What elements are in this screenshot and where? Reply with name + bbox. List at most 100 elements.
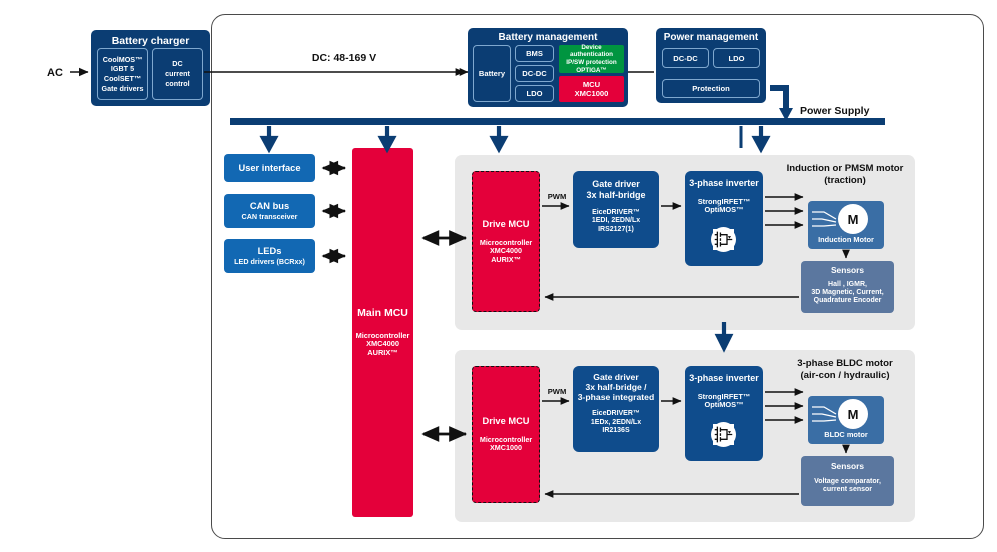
charger-device-3: CoolSET™ [103, 74, 142, 83]
charger-device-2: IGBT 5 [110, 64, 135, 74]
aux-gd-sub-1: EiceDRIVER™ [592, 410, 640, 418]
aux-motor-caption: BLDC motor [824, 430, 868, 439]
mosfet-symbol-icon [711, 227, 736, 252]
mosfet-symbol-icon-2 [711, 422, 736, 447]
leds-sub: LED drivers (BCRxx) [234, 256, 305, 266]
auxiliary-motor-heading: 3-phase BLDC motor (air-con / hydraulic) [774, 358, 916, 382]
security-line-1: Device authentication [569, 43, 614, 59]
auxiliary-motor-block: M BLDC motor [808, 396, 884, 444]
traction-motor-block: M Induction Motor [808, 201, 884, 249]
peripheral-can-bus: CAN bus CAN transceiver [224, 194, 315, 228]
dcdc-block: DC-DC [515, 65, 554, 82]
power-supply-bus-label: Power Supply [800, 105, 870, 117]
wires-auxiliary-chain [542, 388, 850, 498]
dc-current-control-block: DC current control [152, 48, 203, 100]
traction-gd-sub-2: 1EDI, 2EDN/Lx [591, 217, 641, 225]
main-mcu-block: Main MCU Microcontroller XMC4000 AURIX™ [352, 148, 413, 517]
traction-gd-sub-3: IRS2127(1) [598, 225, 634, 233]
power-management-block: Power management [656, 28, 766, 103]
traction-motor-heading-1: Induction or PMSM motor [786, 163, 904, 174]
aux-sensors-sub-2: current sensor [822, 486, 873, 494]
aux-inverter-sub-2: OptiMOS™ [704, 400, 744, 410]
bms-mcu-title: MCU [582, 79, 601, 89]
traction-gd-title-1: Gate driver [592, 179, 640, 189]
charger-power-devices-block: CoolMOS™ IGBT 5 CoolSET™ Gate drivers [97, 48, 148, 100]
traction-motor-heading: Induction or PMSM motor (traction) [774, 163, 916, 187]
dc-voltage-label: DC: 48-169 V [311, 52, 377, 64]
auxiliary-pwm-label: PWM [547, 387, 567, 396]
bms-mcu-block: MCU XMC1000 [559, 76, 624, 102]
wire-pm-to-bus [770, 85, 789, 112]
auxiliary-gate-driver-block: Gate driver 3x half-bridge / 3-phase int… [573, 366, 659, 452]
aux-inverter-sub-1: StrongIRFET™ [697, 391, 751, 401]
auxiliary-drive-mcu-block: Drive MCU Microcontroller XMC1000 [472, 366, 540, 503]
aux-motor-heading-1: 3-phase BLDC motor [797, 358, 893, 369]
traction-drive-mcu-sub-1: Microcontroller [479, 237, 533, 247]
traction-gd-title-2: 3x half-bridge [586, 189, 646, 200]
aux-inverter-title: 3-phase inverter [689, 373, 759, 383]
aux-gd-title-1: Gate driver [593, 372, 639, 382]
arrow-pm-to-bus [779, 108, 793, 121]
security-optiga-block: Device authentication IP/SW protection O… [559, 43, 624, 74]
peripheral-leds: LEDs LED drivers (BCRxx) [224, 239, 315, 273]
ac-input-label: AC [47, 67, 63, 79]
traction-inverter-title: 3-phase inverter [689, 178, 759, 188]
battery-cell-block: Battery [473, 45, 511, 102]
traction-gd-sub-1: EiceDRIVER™ [592, 209, 640, 217]
aux-drive-mcu-sub-1: Microcontroller [479, 435, 533, 444]
wires-traction-chain [542, 193, 850, 301]
aux-gd-title-3: 3-phase integrated [577, 392, 655, 403]
traction-sensors-sub-1: Hall , IGMR, [828, 280, 867, 288]
aux-gd-title-2: 3x half-bridge / [585, 382, 647, 393]
can-bus-sub: CAN transceiver [241, 211, 298, 221]
traction-inverter-sub-2: OptiMOS™ [704, 205, 744, 215]
aux-motor-symbol: M [838, 399, 868, 429]
traction-sensors-sub-3: Quadrature Encoder [813, 297, 882, 305]
wires-main-to-drive [421, 230, 468, 442]
aux-motor-heading-2: (air-con / hydraulic) [800, 369, 890, 381]
dc-ctrl-line-3: control [165, 78, 190, 88]
traction-drive-mcu-sub-2: XMC4000 [490, 246, 522, 256]
wires-peripherals [321, 160, 347, 264]
aux-drive-mcu-title: Drive MCU [482, 416, 530, 427]
power-supply-bus [230, 118, 885, 125]
dc-ctrl-line-2: current [165, 69, 190, 79]
battery-management-title: Battery management [498, 32, 598, 43]
traction-inverter-block: 3-phase inverter StrongIRFET™ OptiMOS™ [685, 171, 763, 266]
traction-drive-mcu-sub-3: AURIX™ [491, 254, 521, 264]
dc-ctrl-line-1: DC [172, 59, 183, 69]
main-mcu-sub-1: Microcontroller [355, 330, 410, 340]
power-management-title: Power management [663, 32, 759, 43]
aux-gd-sub-2: 1EDx, 2EDN/Lx [590, 418, 642, 426]
pm-dcdc-block: DC-DC [662, 48, 709, 68]
auxiliary-sensors-block: Sensors Voltage comparator, current sens… [801, 456, 894, 506]
motor-winding-icon-2 [812, 406, 837, 422]
pm-ldo-block: LDO [713, 48, 760, 68]
pm-protection-block: Protection [662, 79, 760, 98]
bms-mcu-part: XMC1000 [574, 89, 609, 98]
traction-sensors-title: Sensors [830, 265, 865, 275]
interpanel-power-arrow [714, 322, 734, 353]
traction-inverter-sub-1: StrongIRFET™ [697, 196, 751, 206]
auxiliary-inverter-block: 3-phase inverter StrongIRFET™ OptiMOS™ [685, 366, 763, 461]
charger-device-1: CoolMOS™ [102, 54, 143, 64]
aux-gd-sub-3: IR2136S [602, 426, 630, 434]
aux-drive-mcu-sub-2: XMC1000 [490, 443, 522, 453]
aux-sensors-sub-1: Voltage comparator, [814, 477, 881, 485]
traction-motor-caption: Induction Motor [818, 235, 874, 244]
battery-charger-block: Battery charger [91, 30, 210, 106]
security-line-2: IP/SW protection [566, 59, 617, 66]
traction-sensors-sub-2: 3D Magnetic, Current, [811, 289, 884, 297]
system-boundary-frame [211, 14, 984, 539]
motor-winding-icon [812, 211, 837, 227]
bms-block: BMS [515, 45, 554, 62]
main-mcu-title: Main MCU [357, 307, 408, 320]
user-interface-title: User interface [238, 162, 301, 173]
can-bus-title: CAN bus [249, 200, 290, 211]
traction-gate-driver-block: Gate driver 3x half-bridge EiceDRIVER™ 1… [573, 171, 659, 248]
aux-sensors-title: Sensors [830, 461, 865, 471]
traction-motor-heading-2: (traction) [824, 174, 866, 186]
charger-device-4: Gate drivers [101, 83, 144, 93]
